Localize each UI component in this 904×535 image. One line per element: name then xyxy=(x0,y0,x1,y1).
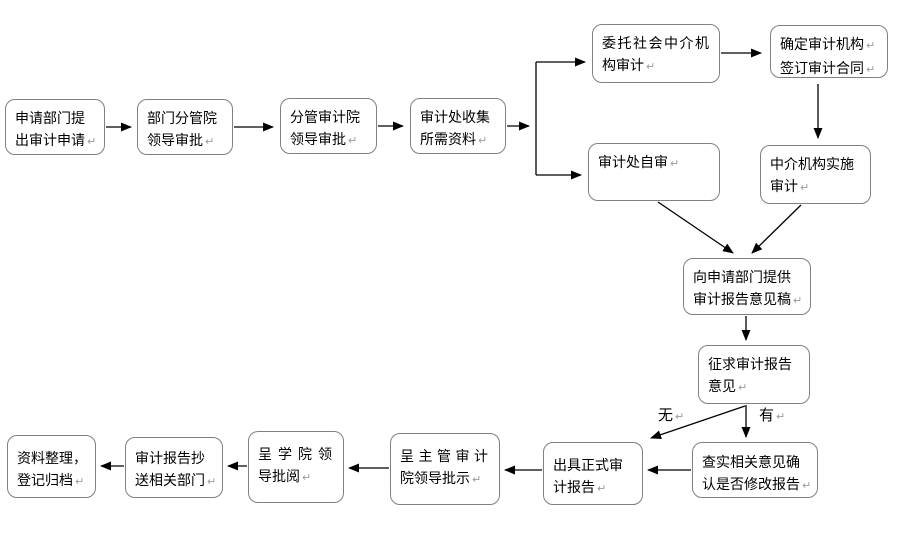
node-text: 计报告 xyxy=(553,479,595,495)
edge-label-text: 无 xyxy=(658,407,674,424)
return-mark: ↵ xyxy=(207,476,217,488)
node-text: 所需资料 xyxy=(420,131,476,147)
node-text: 审计处收集 xyxy=(420,109,490,125)
edge-label-text: 有 xyxy=(759,407,775,424)
flow-node-submit-college-leader: 呈学院领 导批阅↵ xyxy=(248,431,344,503)
return-mark: ↵ xyxy=(793,295,803,307)
return-mark: ↵ xyxy=(866,40,876,52)
node-text: 征求审计报告 xyxy=(708,356,792,372)
flow-node-agency-implement-audit: 中介机构实施 审计↵ xyxy=(760,145,871,204)
flow-node-collect-materials: 审计处收集 所需资料↵ xyxy=(410,98,506,154)
node-text: 查实相关意见确 xyxy=(702,454,800,470)
return-mark: ↵ xyxy=(87,136,97,148)
node-text: 部门分管院 xyxy=(147,110,217,126)
node-text: 审计处自审 xyxy=(598,154,668,170)
flow-node-apply-audit: 申请部门提 出审计申请↵ xyxy=(5,99,105,155)
flow-node-submit-chief-audit-leader: 呈主管审计 院领导批示↵ xyxy=(390,433,500,505)
return-mark: ↵ xyxy=(75,476,85,488)
node-text: 认是否修改报告 xyxy=(702,476,800,492)
return-mark: ↵ xyxy=(348,135,358,147)
arrow-self-audit-to-draft xyxy=(657,201,734,254)
node-text: 签订审计合同 xyxy=(780,60,864,76)
return-mark: ↵ xyxy=(866,64,876,76)
return-mark: ↵ xyxy=(478,135,488,147)
return-mark: ↵ xyxy=(302,472,312,484)
edge-label-no: 无↵ xyxy=(658,407,684,426)
return-mark: ↵ xyxy=(670,158,680,170)
flow-node-provide-draft-report: 向申请部门提供 审计报告意见稿↵ xyxy=(683,258,811,315)
node-text: 资料整理， xyxy=(17,450,87,466)
flow-node-copy-to-departments: 审计报告抄 送相关部门↵ xyxy=(125,437,223,498)
flow-node-dept-leader-approve: 部门分管院 领导审批↵ xyxy=(137,99,233,155)
return-mark: ↵ xyxy=(472,474,482,486)
node-text: 院领导批示 xyxy=(400,470,470,486)
node-text: 领导审批 xyxy=(290,131,346,147)
return-mark: ↵ xyxy=(597,483,607,495)
arrow-agency-to-draft xyxy=(751,204,802,254)
return-mark: ↵ xyxy=(675,411,685,423)
node-text: 申请部门提 xyxy=(15,110,85,126)
return-mark: ↵ xyxy=(802,480,812,492)
node-text: 构审计 xyxy=(602,57,644,73)
node-text: 向申请部门提供 xyxy=(693,269,791,285)
node-text: 审计报告意见稿 xyxy=(693,291,791,307)
node-text: 出具正式审 xyxy=(553,457,623,473)
node-text: 领导审批 xyxy=(147,132,203,148)
flow-node-archive: 资料整理， 登记归档↵ xyxy=(7,435,96,498)
arrow-solicit-to-issue-no xyxy=(650,405,746,440)
node-text: 中介机构实施 xyxy=(770,156,854,172)
return-mark: ↵ xyxy=(738,382,748,394)
edge-label-yes: 有↵ xyxy=(759,407,785,426)
return-mark: ↵ xyxy=(776,411,786,423)
flow-node-confirm-agency-contract: 确定审计机构↵ 签订审计合同↵ xyxy=(770,25,888,78)
flow-node-verify-opinions: 查实相关意见确 认是否修改报告↵ xyxy=(692,442,818,498)
node-text: 呈学院领 xyxy=(258,446,338,462)
return-mark: ↵ xyxy=(800,182,810,194)
node-text: 意见 xyxy=(708,378,736,394)
node-text: 审计报告抄 xyxy=(135,450,205,466)
node-text: 呈主管审计 xyxy=(400,448,493,464)
node-text: 分管审计院 xyxy=(290,109,360,125)
flow-node-audit-branch-leader-approve: 分管审计院 领导审批↵ xyxy=(280,98,377,154)
return-mark: ↵ xyxy=(646,61,656,73)
return-mark: ↵ xyxy=(205,136,215,148)
node-text: 确定审计机构 xyxy=(780,36,864,52)
flow-node-self-audit: 审计处自审↵ xyxy=(588,143,720,201)
node-text: 送相关部门 xyxy=(135,472,205,488)
flow-node-solicit-report-opinions: 征求审计报告 意见↵ xyxy=(698,345,810,404)
flow-node-issue-formal-report: 出具正式审 计报告↵ xyxy=(543,442,643,505)
node-text: 委托社会中介机 xyxy=(602,35,711,51)
flow-node-entrust-agency: 委托社会中介机 构审计↵ xyxy=(592,24,720,83)
node-text: 审计 xyxy=(770,178,798,194)
node-text: 出审计申请 xyxy=(15,132,85,148)
node-text: 登记归档 xyxy=(17,472,73,488)
node-text: 导批阅 xyxy=(258,468,300,484)
